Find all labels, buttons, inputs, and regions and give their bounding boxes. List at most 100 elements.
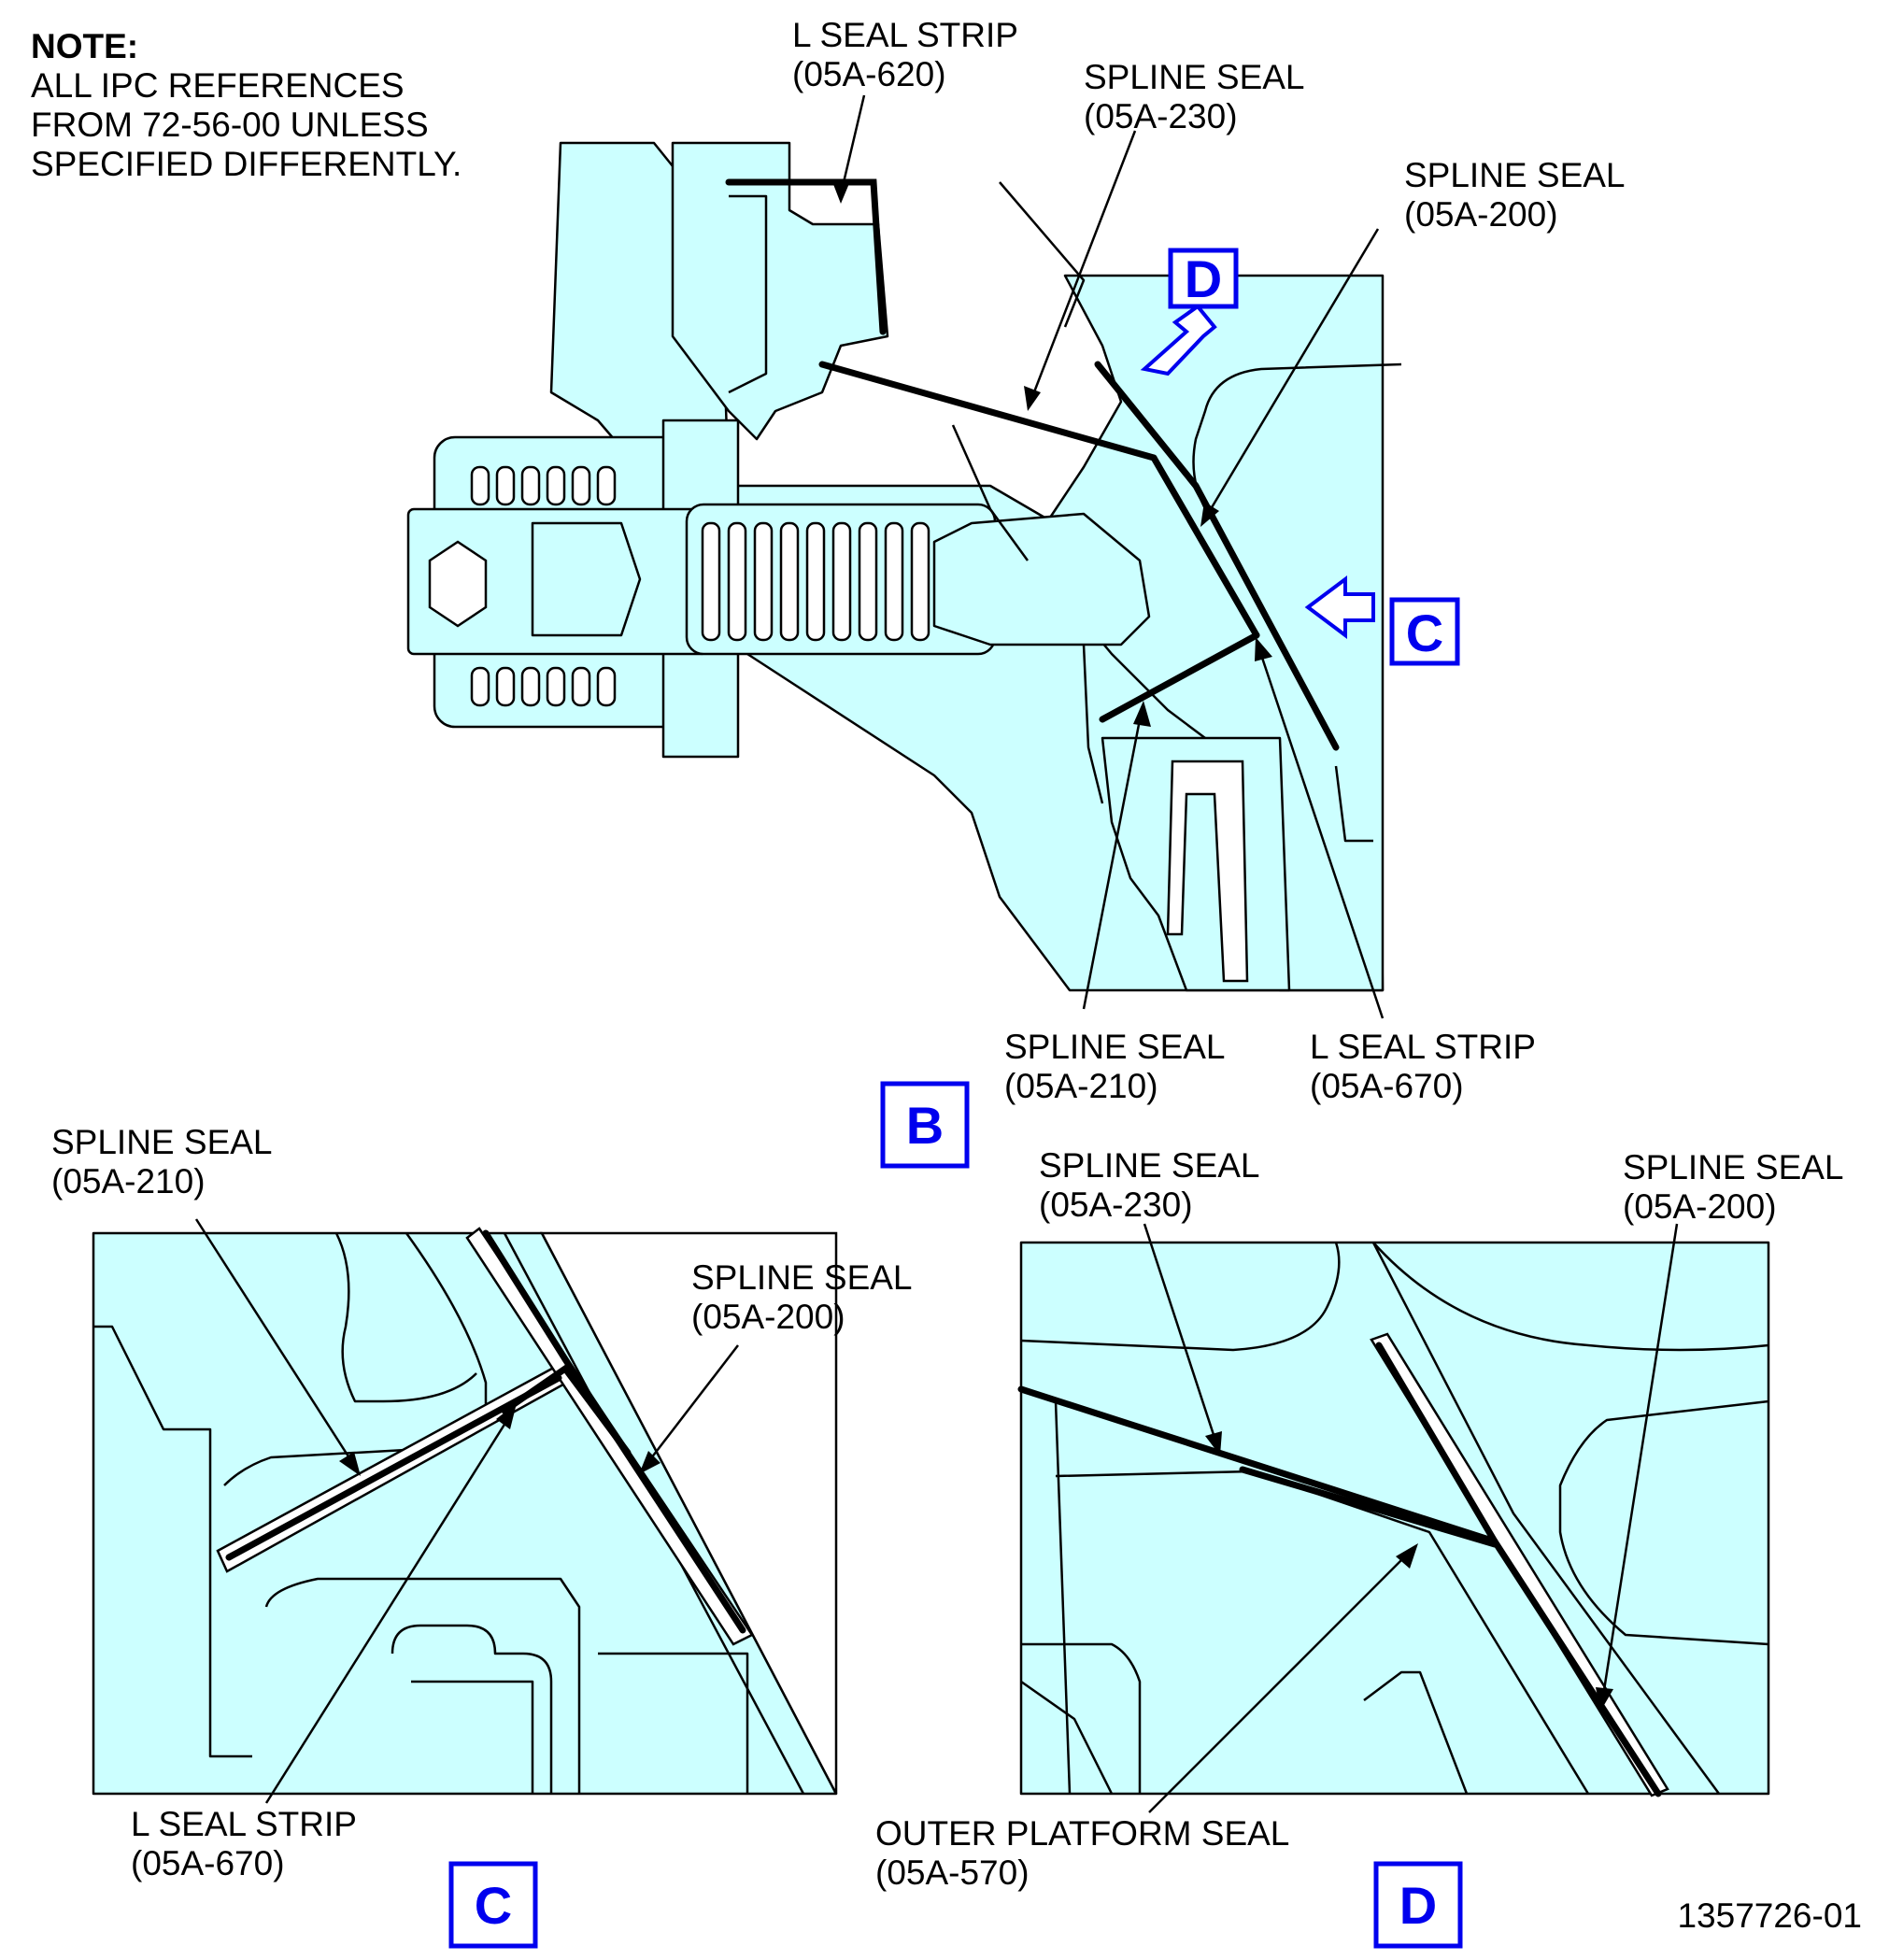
- view-b-leader-670: [1257, 646, 1385, 1019]
- view-d-contour-2: [1372, 1242, 1769, 1352]
- view-c-contour-1: [93, 1325, 252, 1758]
- view-b-arrowhead-200: [1200, 502, 1219, 527]
- view-c-label-670-name: L SEAL STRIP: [131, 1805, 357, 1843]
- view-c-white-right: [539, 1231, 838, 1795]
- figure-number: 1357726-01: [1677, 1896, 1862, 1935]
- view-d-seal-570: [1239, 1466, 1498, 1548]
- view-d-contour-4: [1054, 1400, 1072, 1795]
- view-c-seal-200: [482, 1229, 746, 1634]
- view-b-label-200-ref: (05A-200): [1404, 195, 1558, 234]
- view-d-contour-3: [1558, 1399, 1769, 1646]
- view-c-seal-670: [501, 1364, 632, 1456]
- view-c-arrowhead-200: [639, 1451, 660, 1474]
- view-c-label-670-ref: (05A-670): [131, 1844, 285, 1882]
- view-b-seal-620: [725, 178, 887, 335]
- view-b-poppet: [932, 512, 1151, 646]
- view-d-arrowhead-200: [1596, 1687, 1613, 1711]
- view-d-section: SPLINE SEAL (05A-230) SPLINE SEAL (05A-2…: [875, 1146, 1844, 1949]
- view-c-section: SPLINE SEAL (05A-210) SPLINE SEAL (05A-2…: [51, 1123, 913, 1949]
- view-b-contour-5: [1082, 644, 1104, 804]
- view-b-marker-d: D: [1185, 249, 1222, 308]
- view-c-callout-box: [448, 1861, 538, 1949]
- view-b-label-620-ref: (05A-620): [792, 55, 946, 93]
- view-b-arrow-d: [1140, 304, 1217, 376]
- view-d-label-200-name: SPLINE SEAL: [1623, 1148, 1844, 1186]
- view-b-label-620-name: L SEAL STRIP: [792, 16, 1018, 54]
- view-b-lower-slot: [1166, 760, 1249, 983]
- note-title: NOTE:: [31, 27, 138, 65]
- view-b-seal-230: [818, 361, 1158, 462]
- view-b-outer-spring: [470, 465, 617, 707]
- view-d-label-230-name: SPLINE SEAL: [1039, 1146, 1260, 1185]
- view-c-label-200-ref: (05A-200): [691, 1298, 845, 1336]
- view-b-leader-200: [1203, 228, 1380, 519]
- view-c-label-200-name: SPLINE SEAL: [691, 1258, 913, 1297]
- view-d-leader-230: [1143, 1223, 1219, 1447]
- view-b-plug-tip: [531, 521, 642, 637]
- view-c-contour-7: [598, 1652, 749, 1794]
- view-d-callout-box: [1373, 1861, 1463, 1949]
- view-b-seal-200: [1094, 361, 1340, 751]
- view-b-marker-c-box: [1389, 597, 1460, 666]
- view-b-contour-4: [951, 424, 1030, 561]
- view-c-contour-4: [264, 1577, 581, 1794]
- view-d-contour-9: [1371, 1242, 1721, 1795]
- view-d-callout: D: [1399, 1876, 1437, 1935]
- view-b-contour-1: [728, 194, 768, 394]
- view-d-contour-7: [1021, 1642, 1142, 1794]
- view-b-arrowhead-230: [1024, 386, 1041, 411]
- view-d-label-570-name: OUTER PLATFORM SEAL: [875, 1814, 1289, 1853]
- view-b-label-670-ref: (05A-670): [1310, 1067, 1464, 1105]
- view-c-arrowhead-210: [339, 1452, 361, 1476]
- view-c-arrowhead-670: [496, 1403, 517, 1429]
- note-line-1: ALL IPC REFERENCES: [31, 66, 405, 105]
- note-line-2: FROM 72-56-00 UNLESS: [31, 106, 429, 144]
- view-b-arrowhead-210: [1133, 701, 1151, 727]
- view-b-leader-230: [1029, 130, 1137, 403]
- view-d-leader-200: [1600, 1223, 1679, 1703]
- view-b-leader-620: [839, 94, 866, 195]
- view-d-seal-200: [1375, 1342, 1662, 1797]
- view-b-marker-c: C: [1406, 604, 1443, 662]
- view-d-contour-8: [1363, 1670, 1469, 1795]
- view-b-arrowhead-620: [831, 179, 850, 204]
- view-b-leader-210: [1082, 709, 1143, 1010]
- view-d-contour-6: [1020, 1680, 1114, 1795]
- view-b-contour-3: [999, 181, 1086, 328]
- view-d-label-230-ref: (05A-230): [1039, 1186, 1193, 1224]
- view-d-label-200-ref: (05A-200): [1623, 1187, 1777, 1226]
- view-d-background: [1019, 1241, 1770, 1796]
- view-c-label-210-ref: (05A-210): [51, 1162, 206, 1200]
- view-b-section: D C L SEAL STRIP (05A-620) SPLINE SEAL (…: [406, 16, 1626, 1169]
- view-b-label-200-name: SPLINE SEAL: [1404, 156, 1626, 194]
- view-b-arrowhead-670: [1255, 637, 1272, 661]
- view-b-seal-670: [1150, 454, 1260, 639]
- view-d-leader-570: [1148, 1550, 1412, 1813]
- view-d-seal-230: [1017, 1385, 1498, 1545]
- view-b-arrow-c: [1304, 575, 1375, 639]
- view-c-callout: C: [475, 1876, 512, 1935]
- view-b-contour-6: [1334, 765, 1373, 843]
- view-b-label-210-name: SPLINE SEAL: [1004, 1028, 1226, 1066]
- view-c-leader-210: [194, 1218, 357, 1468]
- view-c-leader-200: [644, 1344, 739, 1468]
- view-b-callout-box: [880, 1081, 970, 1169]
- view-c-contour-2: [334, 1232, 477, 1403]
- view-b-upper-arm: [671, 141, 889, 441]
- note-line-3: SPECIFIED DIFFERENTLY.: [31, 145, 462, 183]
- view-c-contour-5: [391, 1624, 553, 1794]
- view-b-label-210-ref: (05A-210): [1004, 1067, 1158, 1105]
- view-d-label-570-ref: (05A-570): [875, 1853, 1030, 1892]
- view-c-contour-6: [411, 1680, 534, 1794]
- view-b-inner-spring: [701, 521, 930, 642]
- note-block: NOTE: ALL IPC REFERENCES FROM 72-56-00 U…: [31, 27, 462, 183]
- view-b-seal-210: [1099, 632, 1260, 723]
- view-d-arrowhead-230: [1205, 1431, 1222, 1456]
- view-c-leader-670: [264, 1412, 514, 1804]
- view-b-label-230-name: SPLINE SEAL: [1084, 58, 1305, 96]
- view-b-marker-d-box: [1168, 248, 1239, 309]
- view-b-label-670-name: L SEAL STRIP: [1310, 1028, 1536, 1066]
- view-c-label-210-name: SPLINE SEAL: [51, 1123, 273, 1161]
- view-b-hex-socket: [428, 540, 488, 628]
